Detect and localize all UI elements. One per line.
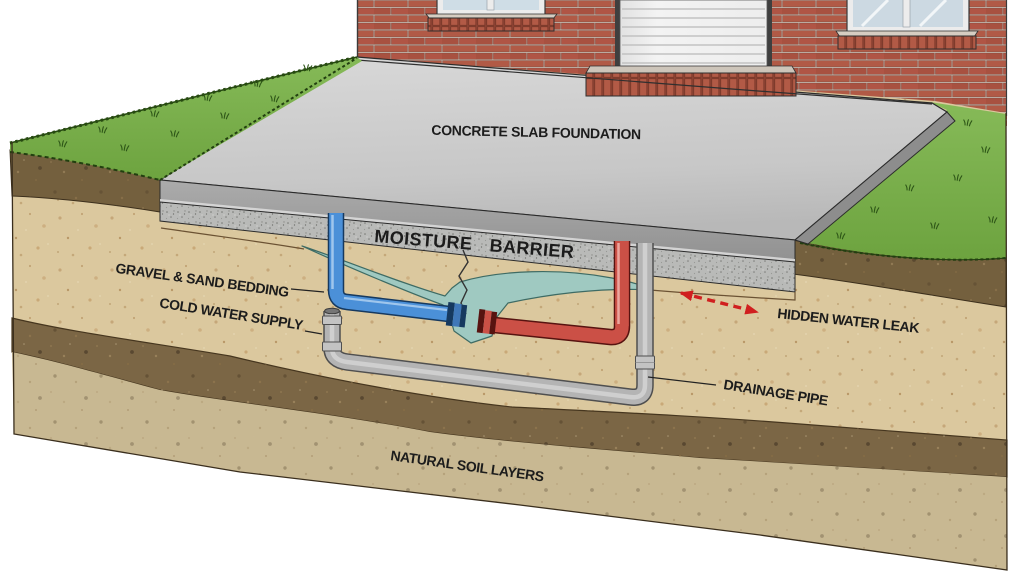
right-window <box>835 0 979 50</box>
concrete-slab <box>158 56 956 293</box>
cold-water-pipe <box>327 213 468 328</box>
wall-base-line <box>356 59 933 105</box>
blue-pipe-union <box>445 302 468 328</box>
left-window <box>425 0 558 32</box>
pipe-coupling <box>322 341 342 352</box>
pipes <box>322 213 655 406</box>
soil-block-outline <box>11 112 1008 571</box>
label-concrete-slab-foundation: CONCRETE SLAB FOUNDATION <box>431 122 641 142</box>
drainage-pipe <box>322 243 655 406</box>
trench-line-left <box>160 227 305 250</box>
left-grass <box>9 55 362 181</box>
red-pipe <box>476 241 631 346</box>
right-grass <box>798 102 1007 261</box>
leader-cold-water <box>304 330 323 335</box>
pipe-coupling <box>322 315 342 325</box>
garage-door <box>615 0 772 72</box>
red-pipe-union <box>476 309 498 335</box>
slab-right-face <box>793 111 956 245</box>
leader-gravel-sand <box>290 288 325 293</box>
leader-drainage <box>647 376 717 386</box>
